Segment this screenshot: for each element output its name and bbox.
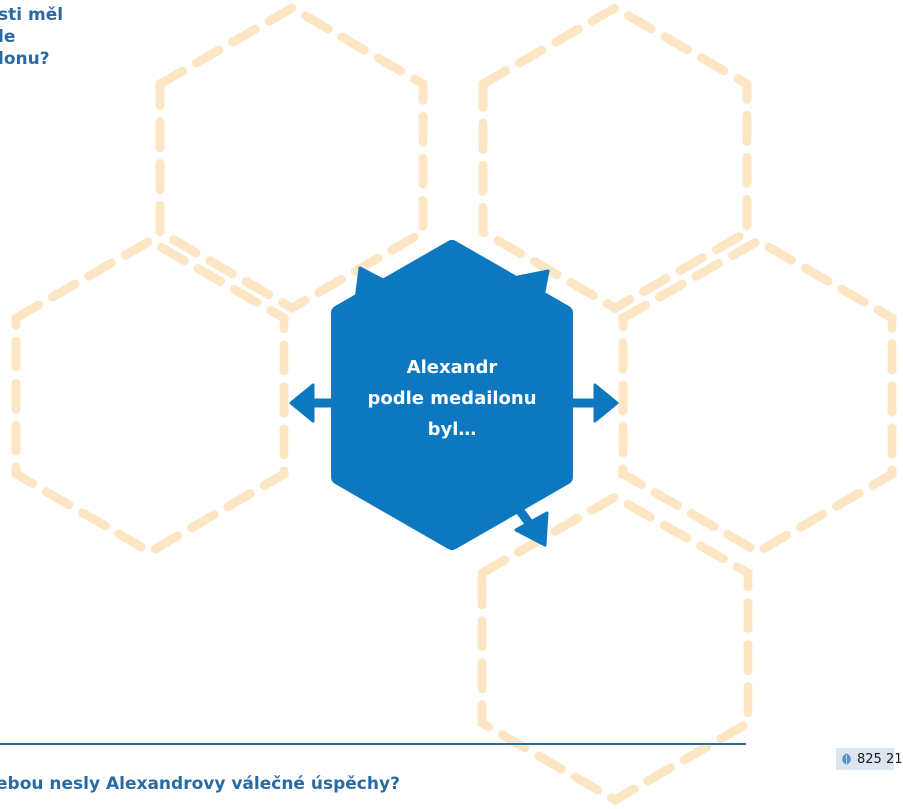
center-label-line: byl… — [427, 419, 477, 440]
leaf-icon — [842, 753, 851, 765]
top-question-line: lonu? — [0, 49, 50, 69]
page-code-badge: 825 21 — [836, 748, 903, 770]
top-question-line: sti měl — [0, 5, 64, 25]
arrow-down-right-head — [514, 511, 549, 547]
center-hexagon-label: Alexandr podle medailonu byl… — [339, 352, 565, 445]
empty-hexagon-top-right — [478, 2, 752, 314]
empty-hexagon-bottom — [477, 491, 753, 806]
empty-hexagon-left — [11, 235, 289, 558]
section-divider — [0, 743, 746, 745]
empty-hexagon-right — [618, 235, 897, 558]
arrow-up-right-head — [516, 269, 550, 304]
center-label-line: Alexandr — [406, 357, 498, 378]
center-hexagon — [331, 240, 573, 550]
arrow-left-head — [289, 383, 315, 423]
bottom-question-fragment: ebou nesly Alexandrovy válečné úspěchy? — [0, 774, 400, 794]
top-question-fragment: sti měl le lonu? — [0, 4, 118, 70]
page-code-text: 825 21 — [857, 751, 903, 767]
center-label-line: podle medailonu — [367, 388, 537, 409]
arrow-right-head — [593, 383, 619, 423]
top-question-line: le — [0, 27, 16, 47]
empty-hexagon-top-left — [155, 2, 428, 314]
arrow-up-left-head — [354, 266, 391, 302]
